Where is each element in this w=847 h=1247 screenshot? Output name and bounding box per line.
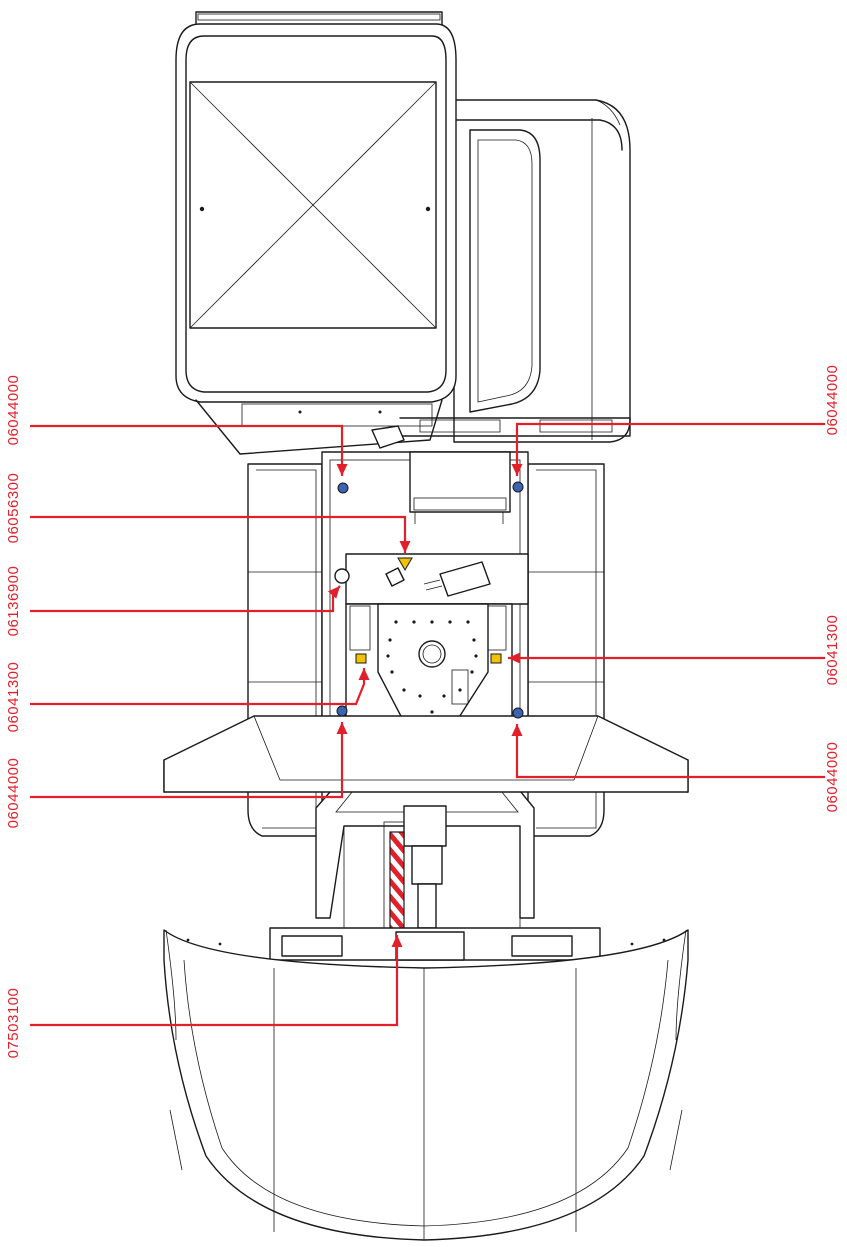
callout-code: 06044000 [824,742,841,813]
arrowhead-icon [336,464,348,476]
arrowhead-icon [508,652,520,664]
blue-label-icon [512,707,524,719]
upper-head [175,11,457,455]
callout-leader-line [30,424,344,476]
callout-leader-line [30,935,399,1027]
striped-safety-rod [389,831,405,931]
yellow-label-icon [355,653,367,664]
yellow-label-icon [490,653,502,664]
blue-label-icon [336,705,348,717]
blue-label-icon [337,482,349,494]
right-housing [399,99,631,443]
callout-leader-line [515,422,825,476]
callout-code: 06056300 [5,473,22,544]
warning-triangle-icon [397,557,413,571]
callout-code: 06044000 [5,758,22,829]
callout-leader-line [30,722,344,799]
arrowhead-icon [391,935,403,947]
arrowhead-icon [511,724,523,736]
decals [334,481,524,719]
round-gauge-icon [334,568,350,584]
arrowhead-icon [511,464,523,476]
arrowhead-icon [327,586,340,599]
callout-labels: 06044000 06056300 06136900 06041300 0604… [5,365,841,1059]
central-column [321,451,529,733]
arrowhead-icon [358,668,370,680]
callout-code: 06044000 [5,375,22,446]
arrowhead-icon [336,722,348,734]
callout-code: 07503100 [5,988,22,1059]
callout-code: 06136900 [5,566,22,637]
callout-leaders [30,422,825,1027]
callout-code: 06041300 [5,662,22,733]
machine-drawing [163,11,689,1241]
arrowhead-icon [399,541,411,553]
callout-code: 06041300 [824,615,841,686]
base-platform [163,715,689,1241]
callout-code: 06044000 [824,365,841,436]
callout-leader-line [515,724,825,779]
blue-label-icon [512,481,524,493]
